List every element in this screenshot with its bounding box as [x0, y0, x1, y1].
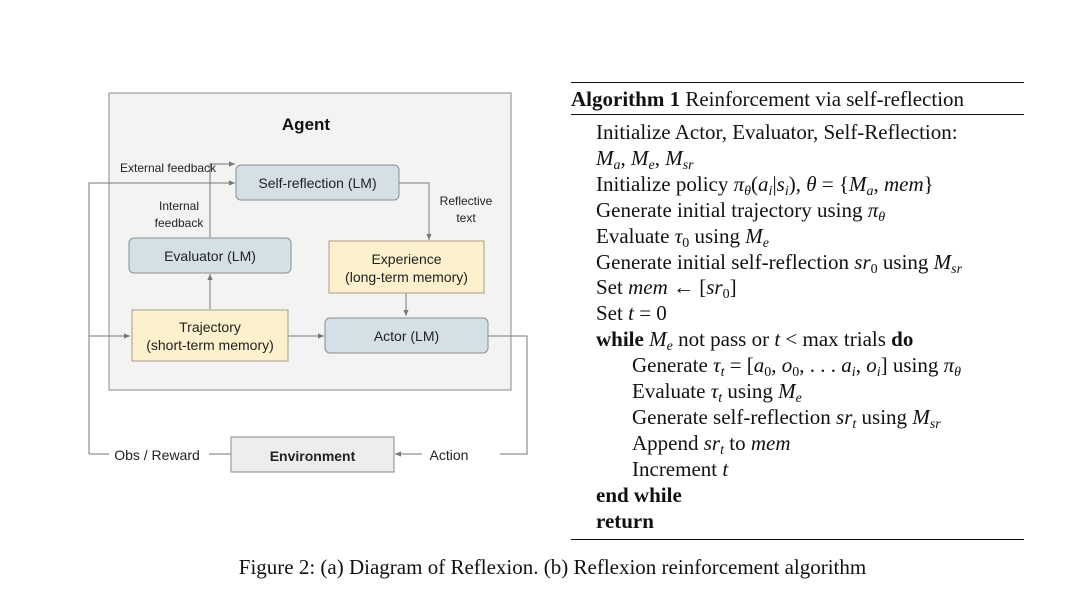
algo-line-12: Generate self-reflection srt using Msr [632, 404, 941, 432]
algorithm-header: Algorithm 1 Reinforcement via self-refle… [571, 83, 1024, 114]
trajectory-label-line1: Trajectory [179, 319, 241, 335]
environment-label: Environment [270, 448, 356, 464]
algo-line-3: Initialize policy πθ(ai|si), θ = {Ma, me… [596, 171, 934, 199]
trajectory-label-line2: (short-term memory) [146, 337, 274, 353]
self-reflection-node: Self-reflection (LM) [235, 164, 400, 201]
algo-line-14: Increment t [632, 456, 729, 481]
algo-line-2: Ma, Me, Msr [596, 145, 694, 173]
evaluator-label: Evaluator (LM) [164, 248, 256, 264]
algo-line-9: while Me not pass or t < max trials do [596, 327, 914, 355]
external-feedback-label: External feedback [120, 161, 217, 175]
diagram-edges [88, 161, 528, 457]
environment-node: Environment [230, 436, 395, 473]
algorithm-top-rule [571, 82, 1024, 83]
algorithm-label: Algorithm 1 [571, 87, 681, 111]
algo-line-8: Set t = 0 [596, 301, 667, 326]
algorithm-bottom-rule [571, 538, 1024, 540]
evaluator-node: Evaluator (LM) [128, 237, 292, 274]
algorithm-body: Initialize Actor, Evaluator, Self-Reflec… [571, 115, 1024, 535]
obs-reward-label: Obs / Reward [114, 447, 200, 463]
algo-line-10: Generate τt = [a0, o0, . . . ai, oi] usi… [632, 353, 962, 381]
reflexion-diagram: Agent External feedback Internal feedbac… [88, 92, 528, 473]
algo-line-4: Generate initial trajectory using πθ [596, 197, 886, 225]
experience-node: Experience (long-term memory) [328, 240, 485, 294]
self-reflection-label: Self-reflection (LM) [258, 175, 376, 191]
actor-node: Actor (LM) [324, 317, 489, 354]
algo-line-5: Evaluate τ0 using Me [596, 223, 769, 251]
agent-title: Agent [282, 115, 331, 134]
actor-label: Actor (LM) [374, 328, 439, 344]
algo-line-7: Set mem ← [sr0] [596, 275, 737, 303]
internal-feedback-label-line2: feedback [155, 216, 205, 230]
internal-feedback-label-line1: Internal [159, 199, 199, 213]
reflective-text-label-line1: Reflective [440, 194, 493, 208]
algorithm-title: Reinforcement via self-reflection [685, 87, 965, 111]
algorithm-block: Algorithm 1 Reinforcement via self-refle… [571, 82, 1024, 540]
algo-line-11: Evaluate τt using Me [632, 379, 802, 407]
algo-line-6: Generate initial self-reflection sr0 usi… [596, 249, 963, 277]
figure-caption: Figure 2: (a) Diagram of Reflexion. (b) … [238, 555, 867, 579]
algo-line-13: Append srt to mem [632, 430, 791, 458]
algo-line-1: Initialize Actor, Evaluator, Self-Reflec… [596, 120, 958, 144]
algo-line-15: end while [596, 482, 682, 507]
algorithm-mid-rule [571, 114, 1024, 115]
experience-label-line1: Experience [371, 251, 441, 267]
action-label: Action [430, 447, 469, 463]
trajectory-node: Trajectory (short-term memory) [131, 309, 289, 362]
experience-label-line2: (long-term memory) [345, 269, 468, 285]
algo-line-16: return [596, 508, 654, 533]
reflective-text-label-line2: text [456, 211, 476, 225]
